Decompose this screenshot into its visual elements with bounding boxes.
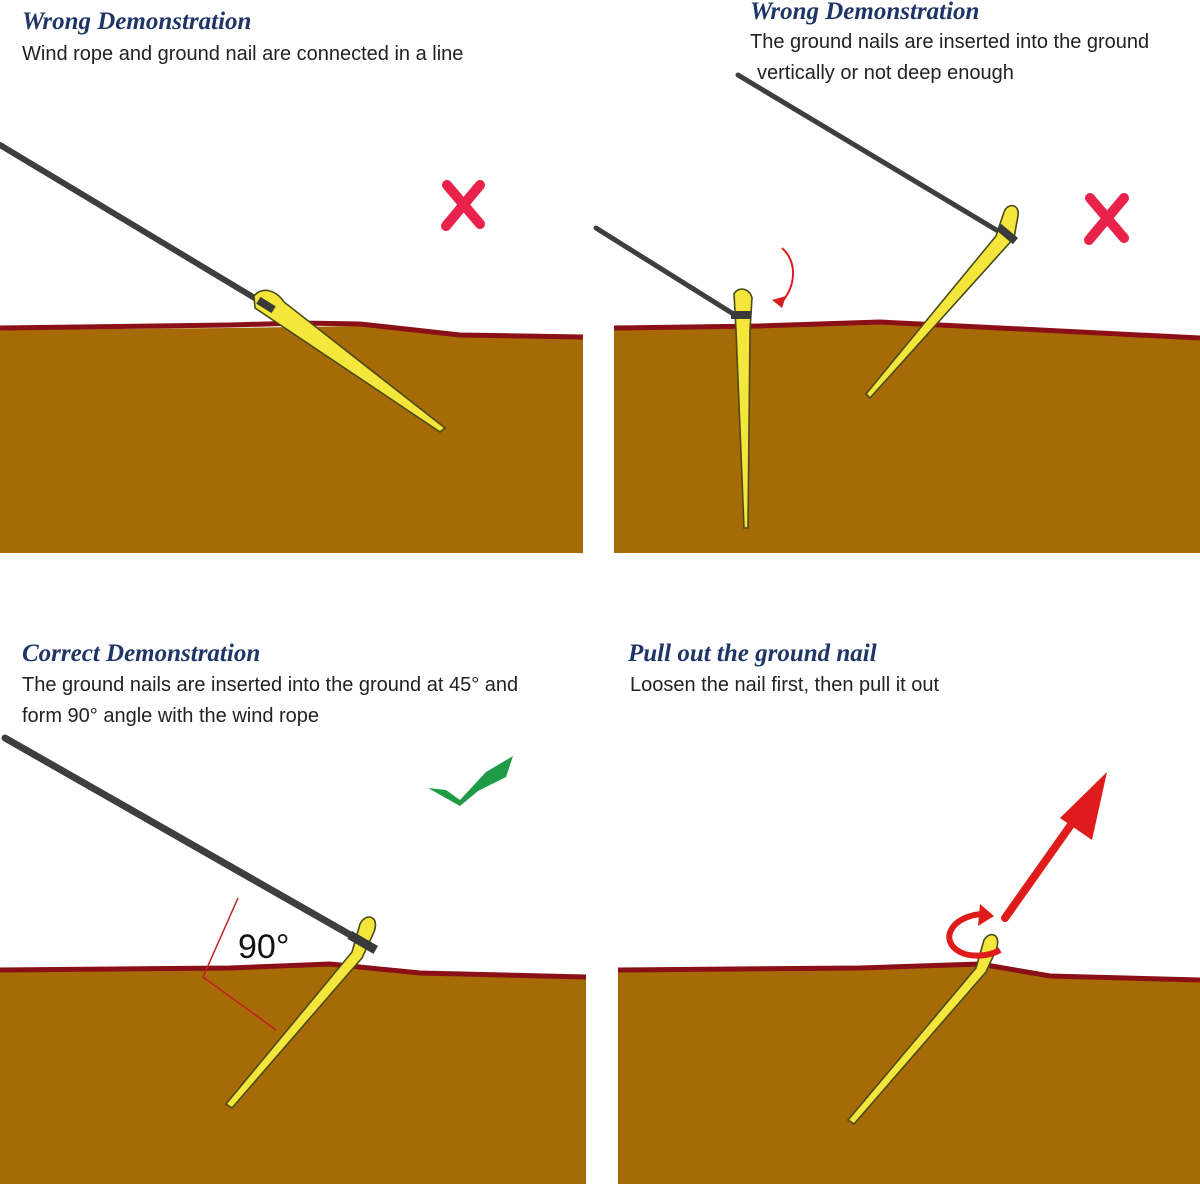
cross-icon — [1084, 193, 1129, 245]
ground-line — [0, 961, 587, 980]
wind-rope-right — [735, 72, 1011, 240]
right-angle-marker — [202, 897, 277, 1031]
rotation-arrow-icon — [779, 247, 795, 305]
soil — [0, 326, 583, 553]
angle-label: 90° — [238, 928, 289, 966]
panel4-description: Loosen the nail first, then pull it out — [630, 674, 940, 696]
panel1-scene — [0, 142, 584, 553]
ground-nail — [224, 916, 377, 1110]
panel2-title: Wrong Demonstration — [750, 0, 980, 25]
ground-line — [0, 320, 584, 340]
panel2-description-line2: vertically or not deep enough — [757, 62, 1014, 84]
pull-arrow-icon — [1001, 772, 1107, 922]
soil — [0, 966, 586, 1184]
panel3-scene: 90° — [0, 734, 587, 1184]
vertical-nail — [733, 288, 753, 529]
wind-rope — [0, 142, 261, 303]
cross-icon — [441, 180, 485, 231]
panel2-scene — [593, 72, 1200, 553]
rope-clip — [731, 311, 751, 319]
panel1-description: Wind rope and ground nail are connected … — [22, 43, 464, 65]
rope-clip — [996, 223, 1018, 245]
ground-nail — [846, 933, 999, 1126]
ground-line — [613, 319, 1200, 341]
panel2-description-line1: The ground nails are inserted into the g… — [750, 31, 1150, 53]
soil — [614, 324, 1200, 553]
rope-clip — [347, 931, 378, 954]
panel3-description-line2: form 90° angle with the wind rope — [22, 705, 320, 727]
panel3-description-line1: The ground nails are inserted into the g… — [22, 674, 519, 696]
panel3-title: Correct Demonstration — [22, 640, 261, 667]
check-icon — [428, 756, 513, 806]
rotation-arrow-icon — [946, 904, 1002, 959]
panel4-scene — [617, 772, 1200, 1184]
shallow-nail — [864, 204, 1019, 400]
wind-rope-left — [593, 225, 738, 318]
rope-clip — [256, 296, 276, 314]
ground-nail — [253, 289, 447, 433]
panel4-title: Pull out the ground nail — [628, 640, 877, 667]
panel1-title: Wrong Demonstration — [22, 8, 252, 35]
soil — [618, 966, 1200, 1184]
wind-rope — [1, 734, 372, 949]
